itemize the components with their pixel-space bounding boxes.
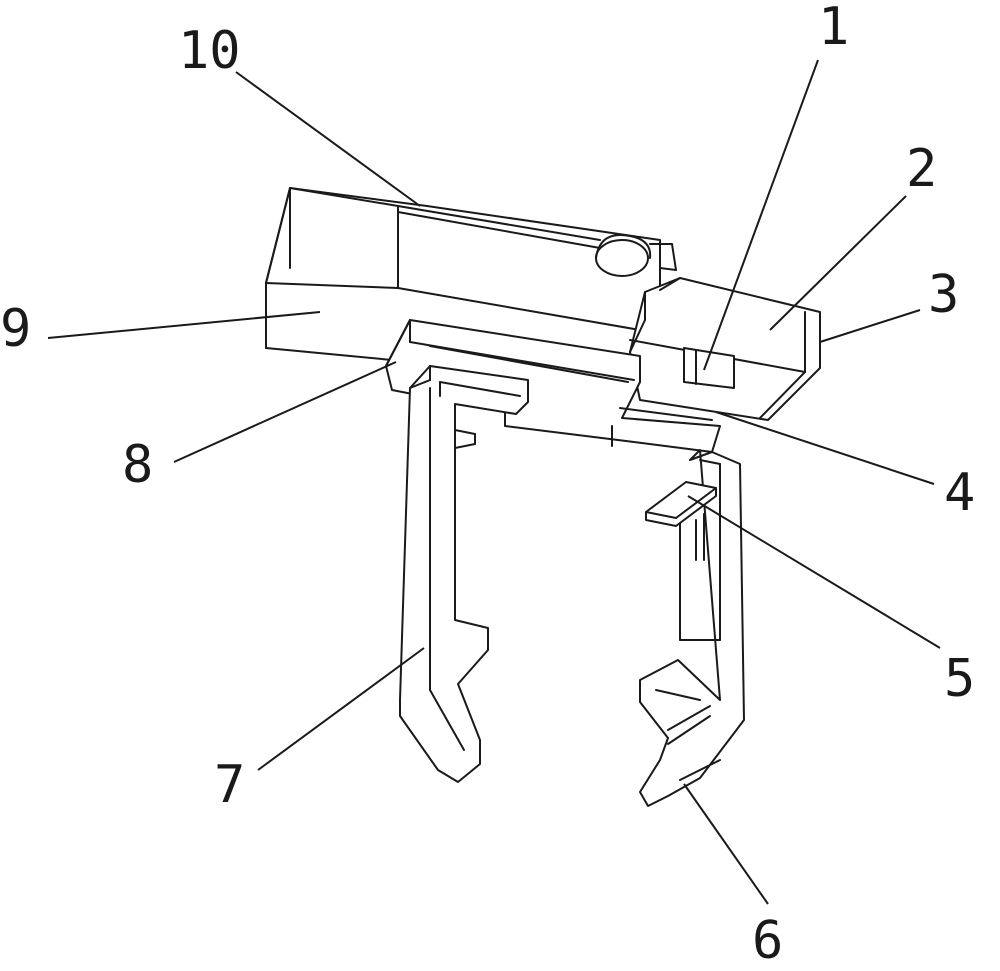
right-block	[629, 277, 821, 421]
label-4: 4	[944, 463, 975, 523]
leader-8	[173, 361, 397, 463]
leader-5	[687, 495, 941, 649]
label-3: 3	[928, 265, 959, 325]
leader-6	[683, 783, 769, 905]
leader-4	[715, 411, 935, 485]
label-8: 8	[122, 435, 153, 495]
leader-9	[47, 311, 321, 339]
label-2: 2	[906, 139, 937, 199]
label-9: 9	[0, 299, 31, 359]
label-1: 1	[818, 0, 849, 57]
leader-3	[819, 309, 921, 343]
right-arm	[639, 449, 745, 807]
leader-10	[235, 71, 421, 207]
knob	[595, 234, 677, 277]
cross-bar	[385, 319, 721, 453]
label-7: 7	[214, 755, 245, 815]
leader-7	[257, 647, 425, 771]
left-arm	[399, 365, 529, 783]
label-6: 6	[752, 911, 783, 966]
reference-numerals: 10 1 2 3 4 5 6 7 8 9	[0, 0, 975, 971]
leader-1	[703, 59, 819, 371]
label-5: 5	[944, 649, 975, 709]
label-10: 10	[178, 21, 241, 81]
leader-2	[769, 195, 907, 331]
leader-lines	[47, 59, 941, 905]
